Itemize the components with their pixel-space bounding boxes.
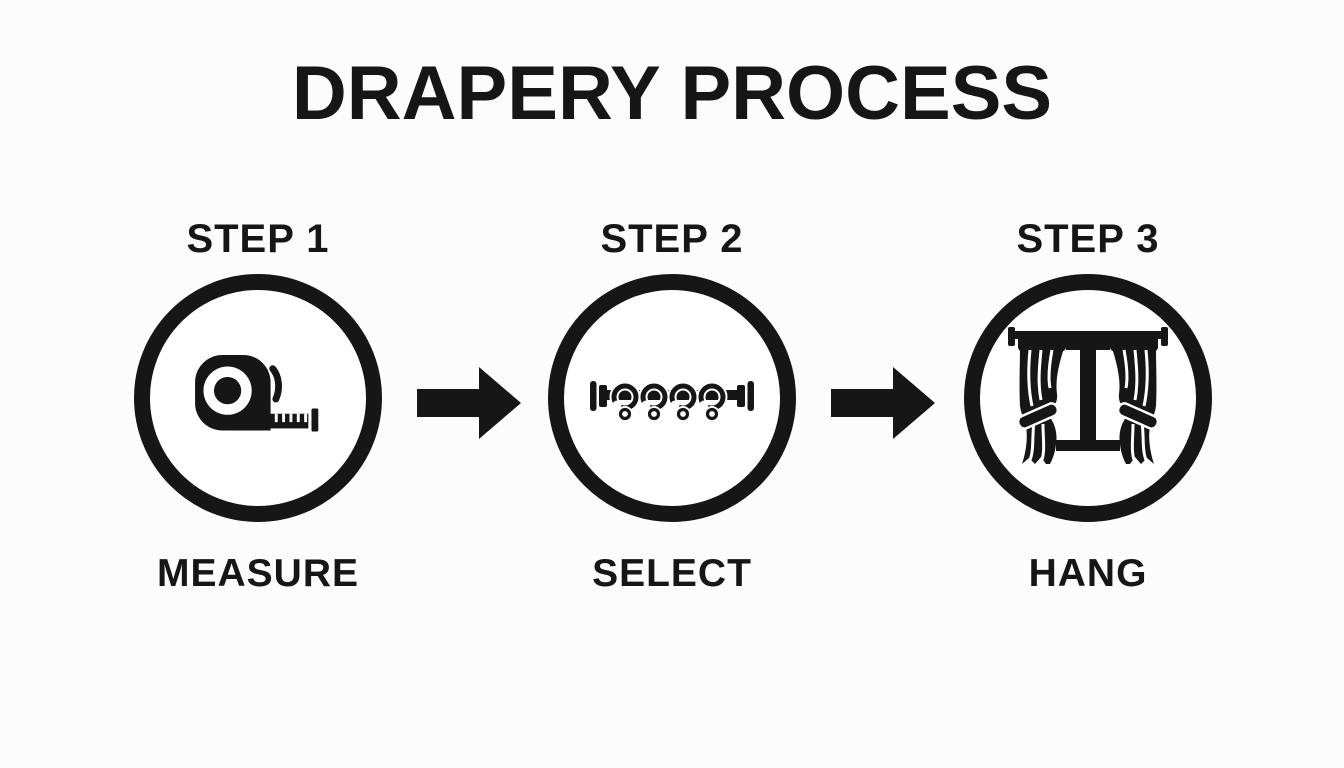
step-2-circle xyxy=(548,274,796,522)
step-2-name: SELECT xyxy=(592,552,752,595)
step-2-label: STEP 2 xyxy=(600,217,744,261)
arrow-right-icon xyxy=(417,367,521,439)
step-3-name: HANG xyxy=(1028,552,1148,595)
step-3-circle xyxy=(964,274,1212,522)
step-1-circle xyxy=(134,274,382,522)
step-1-label: STEP 1 xyxy=(186,217,330,261)
curtains-icon xyxy=(1008,327,1168,464)
tape-measure-icon xyxy=(195,355,319,432)
arrow-right-icon xyxy=(831,367,935,439)
step-1: STEP 1 xyxy=(108,218,408,596)
diagram-title: DRAPERY PROCESS xyxy=(291,51,1053,136)
curtain-rod-icon xyxy=(590,381,754,422)
step-3: STEP 3 xyxy=(938,218,1238,596)
step-2: STEP 2 xyxy=(522,218,822,596)
step-1-name: MEASURE xyxy=(156,552,360,595)
step-3-label: STEP 3 xyxy=(1016,217,1160,261)
